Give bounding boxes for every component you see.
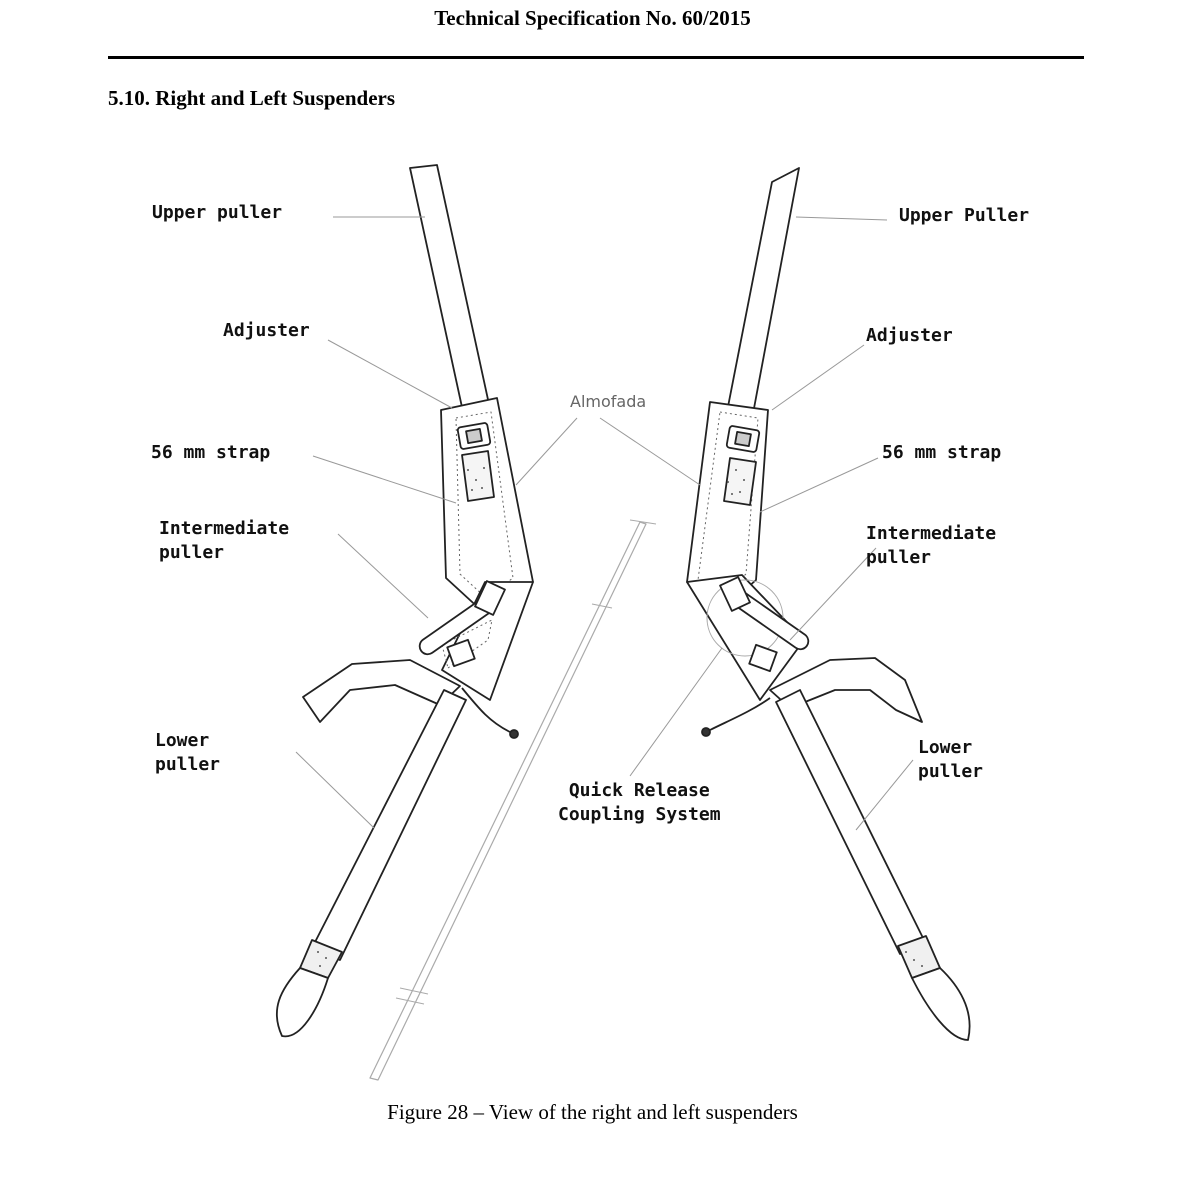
- label-quick-release: Quick Release Coupling System: [558, 780, 721, 825]
- section-heading: 5.10. Right and Left Suspenders: [108, 86, 396, 110]
- left-lower-puller-strap: [311, 689, 467, 961]
- figure-caption: Figure 28 – View of the right and left s…: [387, 1100, 798, 1124]
- right-lower-puller-strap: [775, 689, 927, 955]
- left-lower-pad: [441, 581, 534, 701]
- left-upper-puller-strap: [409, 164, 493, 422]
- header-rule: [108, 56, 1084, 59]
- label-adjuster-right: Adjuster: [866, 325, 953, 346]
- label-adjuster-left: Adjuster: [223, 320, 310, 341]
- label-lower-puller-left: Lower puller: [155, 730, 221, 775]
- right-shoulder-strap: [769, 657, 923, 723]
- label-intermediate-puller-right: Intermediate puller: [866, 523, 997, 568]
- label-56mm-strap-left: 56 mm strap: [151, 442, 271, 463]
- center-pole: [369, 521, 647, 1081]
- label-56mm-strap-right: 56 mm strap: [882, 442, 1002, 463]
- label-almofada: Almofada: [570, 392, 647, 411]
- left-lower-puller-loop: [275, 967, 329, 1038]
- label-upper-puller-left: Upper puller: [152, 202, 283, 223]
- label-upper-puller-right: Upper Puller: [899, 205, 1030, 226]
- label-lower-puller-right: Lower puller: [918, 737, 984, 782]
- label-intermediate-puller-left: Intermediate puller: [159, 518, 290, 563]
- right-lower-puller-loop: [911, 967, 971, 1041]
- right-upper-puller-strap: [724, 167, 800, 423]
- page-header: Technical Specification No. 60/2015: [434, 6, 751, 30]
